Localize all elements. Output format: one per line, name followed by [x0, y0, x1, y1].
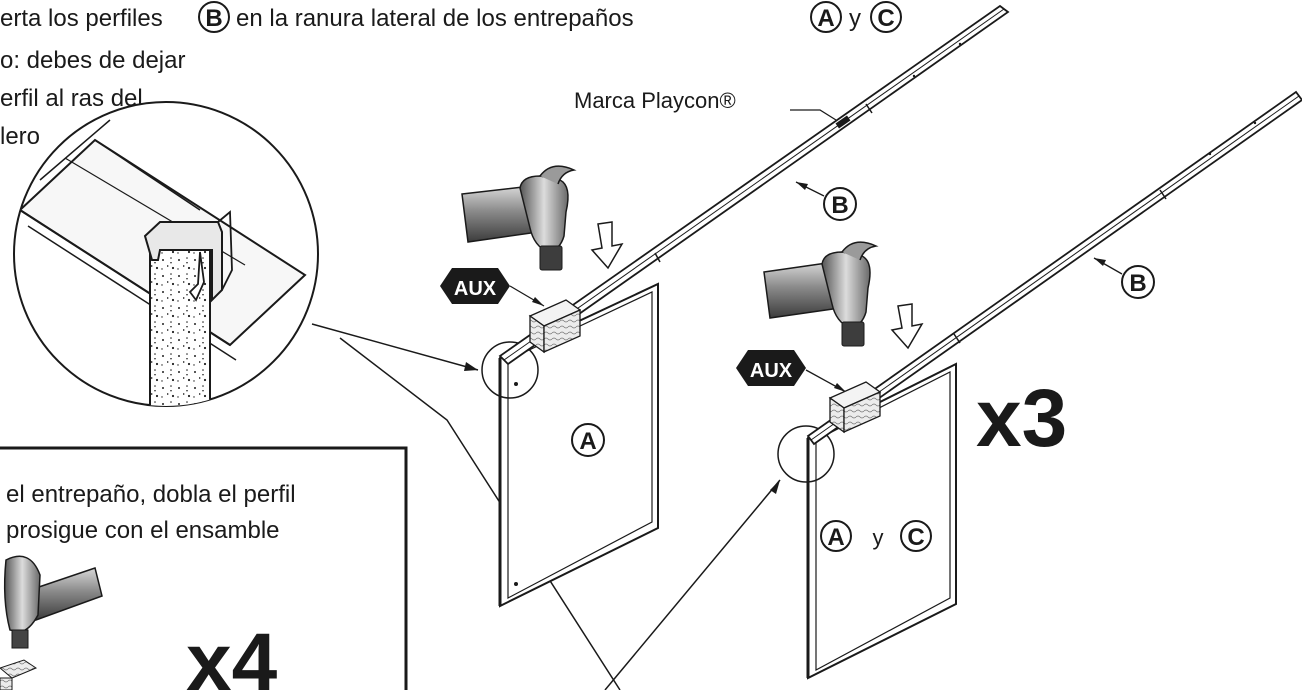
multiplier-box: x4 [186, 617, 278, 690]
aux-block-callout-left: AUX [440, 268, 545, 307]
fold-instruction-box: el entrepaño, dobla el perfil prosigue c… [0, 446, 408, 690]
wood-block-icon [528, 299, 582, 354]
detail-leader-arrowhead [464, 362, 478, 371]
instruction-header: erta los perfiles B en la ranura lateral… [0, 1, 902, 33]
aux-label-right: AUX [750, 360, 793, 382]
header-text-3: y [849, 5, 861, 32]
panel-right-joiner: y [873, 525, 884, 550]
panel-a-left: A [481, 282, 659, 608]
wood-block-icon [0, 659, 38, 690]
wood-block-icon [828, 381, 882, 434]
hammer-icon [3, 555, 103, 649]
note-line-2: erfil al ras del [0, 85, 143, 112]
aux-block-callout-right: AUX [736, 350, 847, 393]
corner-magnifier-ring-right [777, 425, 835, 483]
brand-callout: Marca Playcon® [574, 88, 837, 121]
multiplier-right: x3 [976, 373, 1067, 464]
panel-right-a-circle [820, 520, 852, 552]
note-line-1: o: debes de dejar [0, 47, 185, 74]
profile-b-callout-left: B [795, 181, 857, 221]
arrow-down-icon [890, 303, 924, 350]
ref-a-circle [810, 1, 842, 33]
ref-a-letter: A [817, 5, 834, 32]
ref-c-circle [870, 1, 902, 33]
profile-b-label-right: B [1129, 270, 1146, 297]
profile-detail-magnifier [13, 101, 319, 407]
ref-b-letter: B [205, 5, 222, 32]
panel-ac-right: A y C [777, 362, 957, 680]
hammer-icon [461, 165, 577, 271]
arrow-down-icon [590, 221, 624, 270]
header-text-2: en la ranura lateral de los entrepaños [236, 5, 634, 32]
box-leader-line-2 [604, 479, 781, 690]
box-leader-line-1 [339, 337, 621, 690]
aux-label-left: AUX [454, 278, 497, 300]
ref-b-circle [198, 1, 230, 33]
ref-c-letter: C [877, 5, 894, 32]
hammer-icon [763, 241, 879, 347]
box-line-2: prosigue con el ensamble [6, 517, 280, 544]
brand-mark [835, 115, 851, 129]
panel-right-c-circle [900, 520, 932, 552]
note-line-3: lero [0, 123, 40, 150]
note-text: o: debes de dejar erfil al ras del lero [0, 47, 185, 150]
profile-b-label-left: B [831, 192, 848, 219]
brand-label: Marca Playcon® [574, 88, 736, 113]
panel-a-label: A [579, 428, 596, 455]
detail-leader-line [311, 323, 479, 371]
corner-magnifier-ring [481, 341, 539, 399]
panel-a-circle [571, 423, 605, 457]
panel-right-c-label: C [907, 524, 924, 551]
header-text-1: erta los perfiles [0, 5, 163, 32]
panel-right-a-label: A [827, 524, 844, 551]
box-line-1: el entrepaño, dobla el perfil [6, 481, 296, 508]
profile-b-callout-right: B [1093, 257, 1155, 299]
box-leader-arrowhead [770, 480, 780, 494]
